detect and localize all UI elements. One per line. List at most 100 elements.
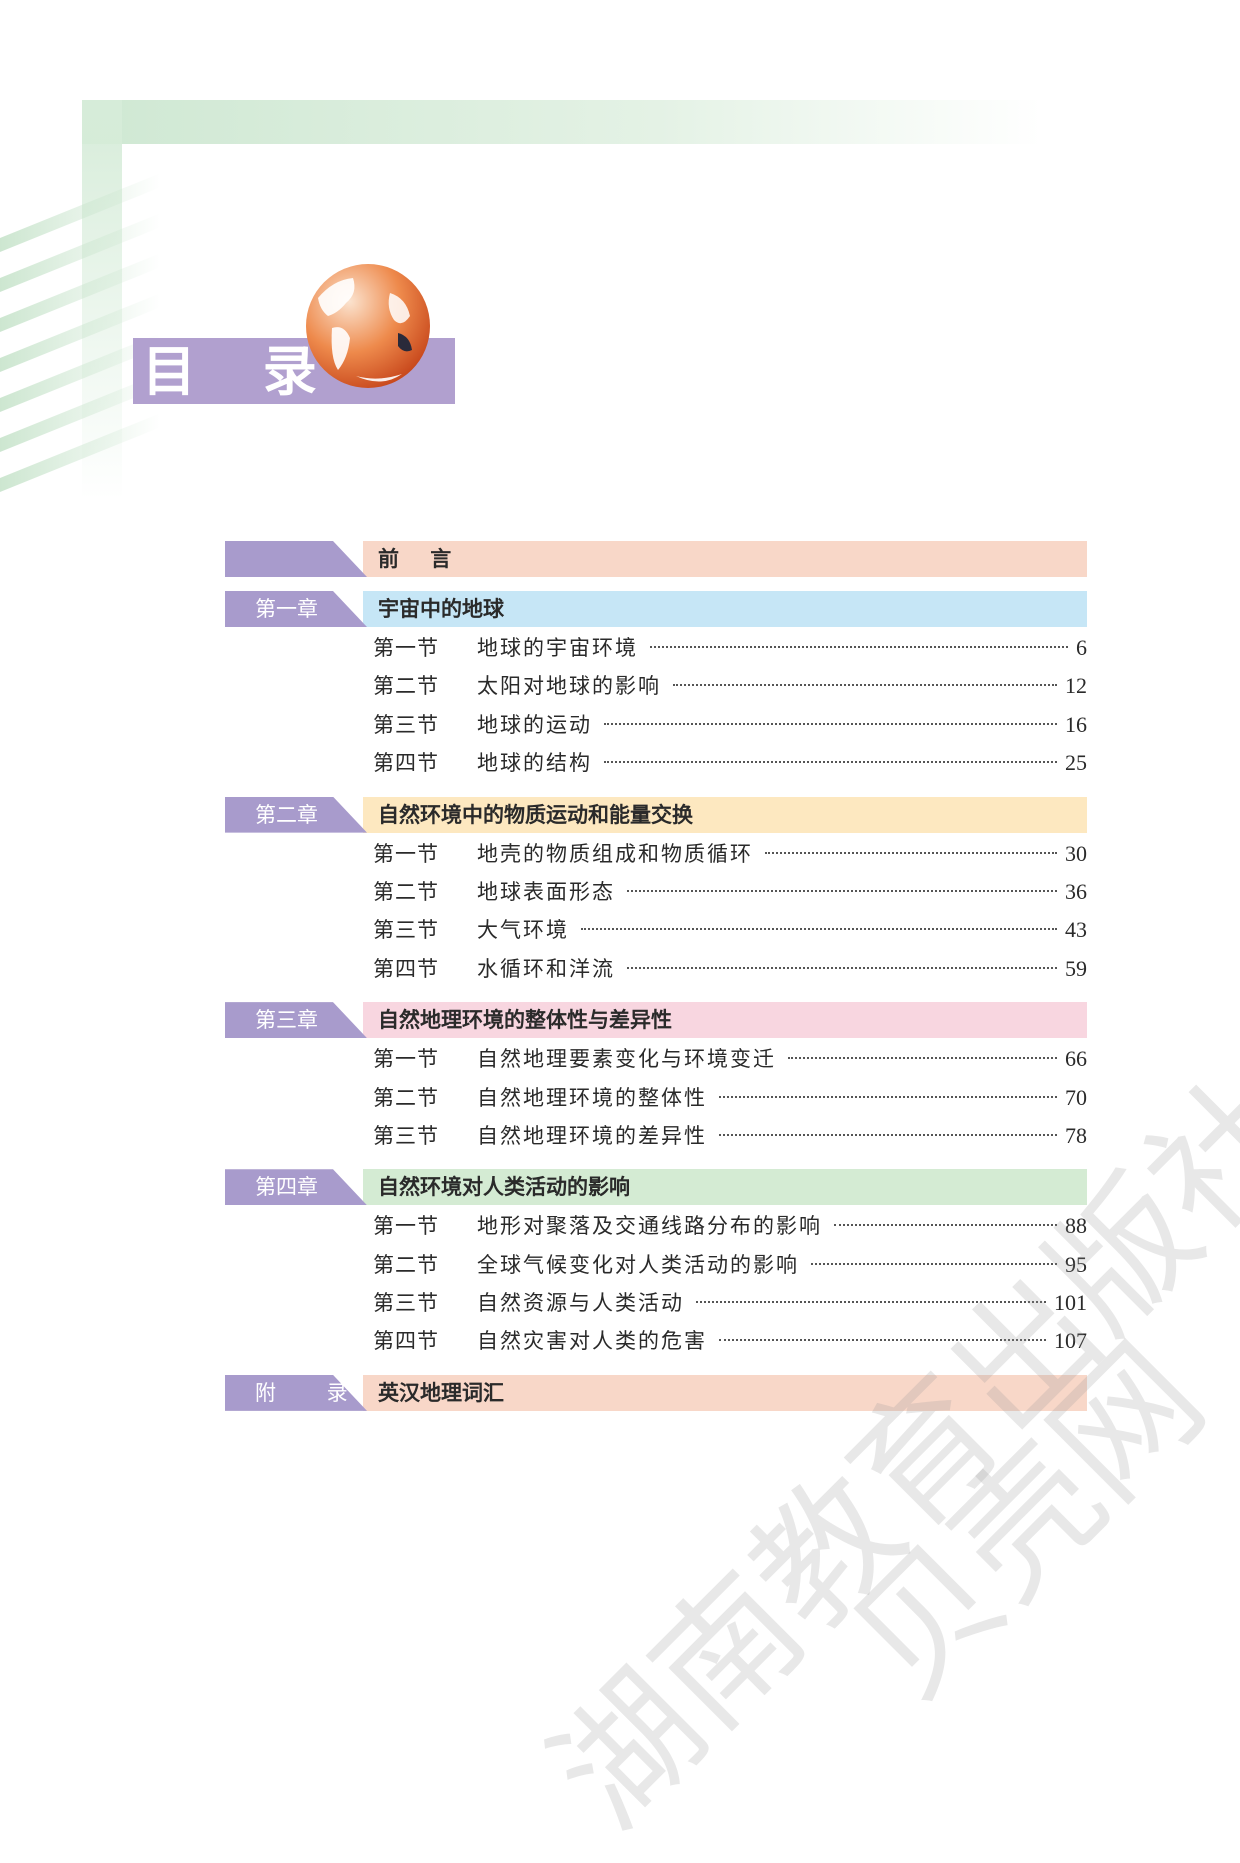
dot-leader bbox=[719, 1095, 1057, 1098]
band-tag bbox=[225, 541, 367, 577]
section-number: 第四节 bbox=[373, 751, 439, 776]
chapter-3-band[interactable]: 第三章 自然地理环境的整体性与差异性 bbox=[225, 1002, 1087, 1039]
decor-stripe bbox=[0, 213, 160, 292]
section-number: 第一节 bbox=[373, 1214, 439, 1239]
band-background bbox=[363, 541, 1087, 577]
preface-title: 前 言 bbox=[378, 547, 464, 571]
section-title: 地球的结构 bbox=[477, 751, 592, 776]
band-background bbox=[363, 591, 1087, 627]
toc-entry[interactable]: 第四节 水循环和洋流 59 bbox=[225, 950, 1087, 988]
page-number: 66 bbox=[1065, 1046, 1087, 1072]
page-number: 88 bbox=[1065, 1213, 1087, 1239]
chapter-title: 自然地理环境的整体性与差异性 bbox=[378, 1008, 672, 1033]
toc-entry[interactable]: 第二节 太阳对地球的影响 12 bbox=[225, 667, 1087, 705]
section-title: 自然地理环境的整体性 bbox=[477, 1085, 707, 1110]
section-number: 第一节 bbox=[373, 841, 439, 866]
globe-icon bbox=[306, 264, 430, 388]
toc-entry[interactable]: 第三节 大气环境 43 bbox=[225, 911, 1087, 949]
chapter-4-band[interactable]: 第四章 自然环境对人类活动的影响 bbox=[225, 1169, 1087, 1206]
section-number: 第三节 bbox=[373, 1291, 439, 1316]
chapter-label: 第三章 bbox=[255, 1008, 318, 1033]
section-title: 自然地理环境的差异性 bbox=[477, 1123, 707, 1148]
band-background bbox=[363, 1002, 1087, 1039]
dot-leader bbox=[650, 646, 1068, 648]
page-number: 30 bbox=[1065, 840, 1087, 866]
toc-entry[interactable]: 第二节 自然地理环境的整体性 70 bbox=[225, 1079, 1087, 1117]
section-number: 第三节 bbox=[373, 918, 439, 943]
decor-stripe bbox=[0, 413, 160, 492]
toc-entry[interactable]: 第一节 自然地理要素变化与环境变迁 66 bbox=[225, 1040, 1087, 1078]
dot-leader bbox=[765, 851, 1057, 854]
section-title: 全球气候变化对人类活动的影响 bbox=[477, 1252, 799, 1277]
section-title: 地形对聚落及交通线路分布的影响 bbox=[477, 1214, 822, 1239]
section-list: 第一节 地壳的物质组成和物质循环 30 第二节 地球表面形态 36 第三节 大气环境… bbox=[225, 835, 1087, 989]
section-title: 自然地理要素变化与环境变迁 bbox=[477, 1047, 776, 1072]
dot-leader bbox=[696, 1301, 1046, 1304]
toc-entry[interactable]: 第三节 自然资源与人类活动 101 bbox=[225, 1284, 1087, 1322]
chapter-title: 自然环境中的物质运动和能量交换 bbox=[378, 802, 693, 827]
dot-leader bbox=[811, 1262, 1057, 1265]
appendix-band[interactable]: 附 录 英汉地理词汇 bbox=[225, 1374, 1087, 1411]
dot-leader bbox=[719, 1339, 1046, 1342]
chapter-label: 第四章 bbox=[255, 1175, 318, 1200]
toc-entry[interactable]: 第一节 地形对聚落及交通线路分布的影响 88 bbox=[225, 1207, 1087, 1245]
chapter-1-band[interactable]: 第一章 宇宙中的地球 bbox=[225, 591, 1087, 627]
dot-leader bbox=[581, 928, 1057, 931]
section-number: 第二节 bbox=[373, 879, 439, 904]
section-number: 第一节 bbox=[373, 636, 439, 660]
chapter-title: 自然环境对人类活动的影响 bbox=[378, 1175, 630, 1200]
section-number: 第二节 bbox=[373, 1252, 439, 1277]
section-number: 第三节 bbox=[373, 1123, 439, 1148]
section-title: 地壳的物质组成和物质循环 bbox=[477, 841, 753, 866]
dot-leader bbox=[673, 684, 1057, 687]
appendix-label: 附 录 bbox=[255, 1380, 370, 1405]
section-title: 自然资源与人类活动 bbox=[477, 1291, 684, 1316]
page-number: 43 bbox=[1065, 917, 1087, 943]
section-title: 太阳对地球的影响 bbox=[477, 674, 661, 699]
page-number: 36 bbox=[1065, 878, 1087, 904]
dot-leader bbox=[627, 966, 1057, 969]
chapter-label: 第一章 bbox=[255, 597, 318, 621]
toc-entry[interactable]: 第三节 自然地理环境的差异性 78 bbox=[225, 1117, 1087, 1155]
dot-leader bbox=[834, 1224, 1057, 1227]
toc-entry[interactable]: 第一节 地壳的物质组成和物质循环 30 bbox=[225, 835, 1087, 873]
appendix-title: 英汉地理词汇 bbox=[378, 1380, 504, 1405]
preface-band[interactable]: 前 言 bbox=[225, 541, 1087, 577]
header-decoration bbox=[82, 100, 1042, 144]
toc-entry[interactable]: 第二节 地球表面形态 36 bbox=[225, 873, 1087, 911]
section-title: 地球的运动 bbox=[477, 712, 592, 737]
decor-stripe bbox=[0, 253, 160, 332]
section-number: 第三节 bbox=[373, 712, 439, 737]
page-number: 70 bbox=[1065, 1084, 1087, 1110]
section-number: 第一节 bbox=[373, 1047, 439, 1072]
dot-leader bbox=[788, 1057, 1057, 1060]
section-list: 第一节 自然地理要素变化与环境变迁 66 第二节 自然地理环境的整体性 70 第三节… bbox=[225, 1040, 1087, 1155]
chapter-2-band[interactable]: 第二章 自然环境中的物质运动和能量交换 bbox=[225, 796, 1087, 833]
band-background bbox=[363, 1374, 1087, 1411]
section-list: 第一节 地形对聚落及交通线路分布的影响 88 第二节 全球气候变化对人类活动的影响… bbox=[225, 1207, 1087, 1361]
page-number: 78 bbox=[1065, 1122, 1087, 1148]
page-number: 6 bbox=[1076, 635, 1087, 660]
section-title: 地球表面形态 bbox=[477, 879, 615, 904]
section-number: 第四节 bbox=[373, 956, 439, 981]
section-title: 自然灾害对人类的危害 bbox=[477, 1329, 707, 1354]
section-number: 第二节 bbox=[373, 674, 439, 699]
band-background bbox=[363, 1169, 1087, 1206]
page-number: 59 bbox=[1065, 955, 1087, 981]
section-title: 大气环境 bbox=[477, 918, 569, 943]
page-number: 101 bbox=[1054, 1290, 1087, 1316]
dot-leader bbox=[719, 1133, 1057, 1136]
section-number: 第二节 bbox=[373, 1085, 439, 1110]
band-background bbox=[363, 796, 1087, 833]
chapter-label: 第二章 bbox=[255, 802, 318, 827]
section-title: 水循环和洋流 bbox=[477, 956, 615, 981]
dot-leader bbox=[627, 889, 1057, 892]
page-number: 12 bbox=[1065, 673, 1087, 699]
page-number: 107 bbox=[1054, 1328, 1087, 1354]
